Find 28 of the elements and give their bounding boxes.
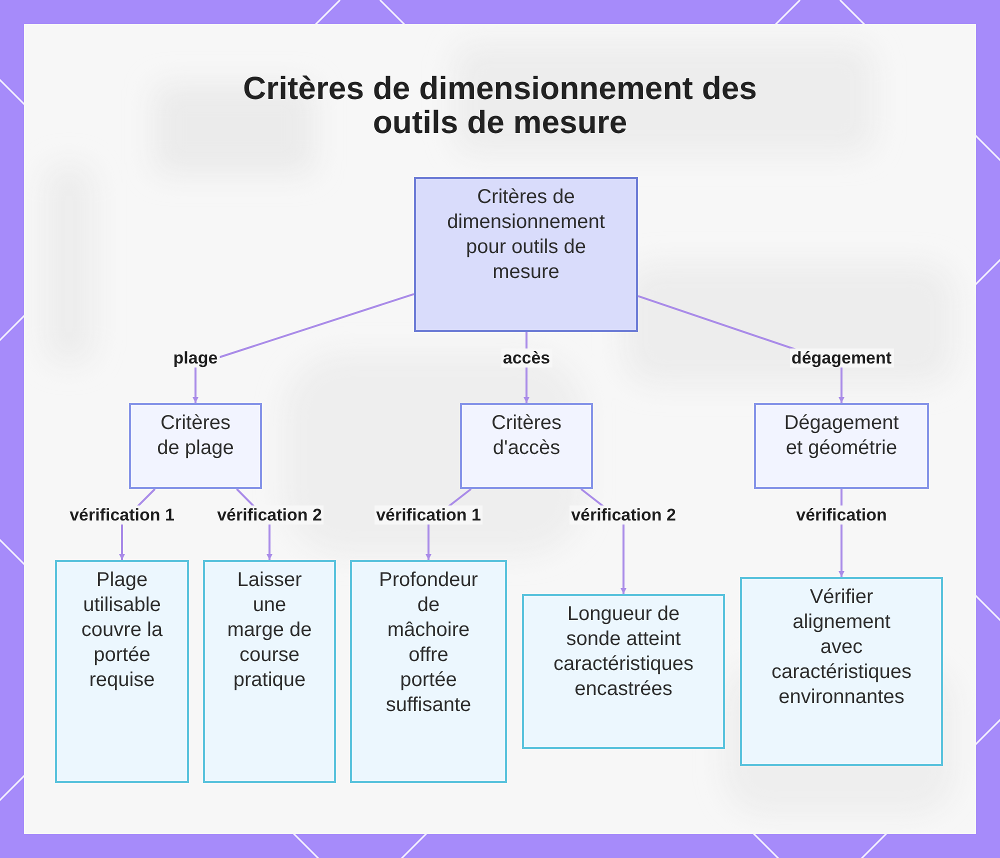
category-box	[460, 403, 593, 489]
node-text: Laisser une marge de course pratique	[226, 568, 313, 693]
edge-label: vérification 2	[215, 506, 324, 524]
criterion-box	[350, 560, 507, 783]
edge-label: vérification	[794, 506, 889, 524]
node-text: Critères de plage	[156, 411, 235, 461]
criterion-box	[55, 560, 189, 783]
edge-label: vérification 2	[569, 506, 678, 524]
node-text: Critères d'accès	[490, 411, 562, 461]
edge-label: vérification 1	[374, 506, 483, 524]
edge-label: plage	[171, 348, 220, 368]
edge-label: vérification 1	[68, 506, 176, 524]
criterion-box	[522, 594, 725, 749]
node-text: Vérifier alignement avec caractéristiques environnantes	[770, 585, 912, 710]
category-box	[754, 403, 929, 489]
node-text: Profondeur de mâchoire offre portée suffisante	[378, 568, 479, 718]
criterion-box	[740, 577, 943, 766]
edge-label: accès	[500, 348, 552, 368]
node-text: Critères de dimensionnement pour outils de mesure	[446, 185, 606, 285]
category-box	[129, 403, 262, 489]
node-text: Dégagement et géométrie	[783, 411, 900, 461]
root-box	[414, 177, 638, 332]
criterion-box	[203, 560, 336, 783]
connector-arrow	[192, 293, 414, 403]
node-text: Longueur de sonde atteint caractéristiques encastrées	[552, 602, 695, 702]
node-text: Plage utilisable couvre la portée requise	[80, 568, 164, 693]
diagram-title: Critères de dimensionnement des outils de mesure	[242, 71, 758, 139]
edge-label: dégagement	[789, 348, 894, 368]
